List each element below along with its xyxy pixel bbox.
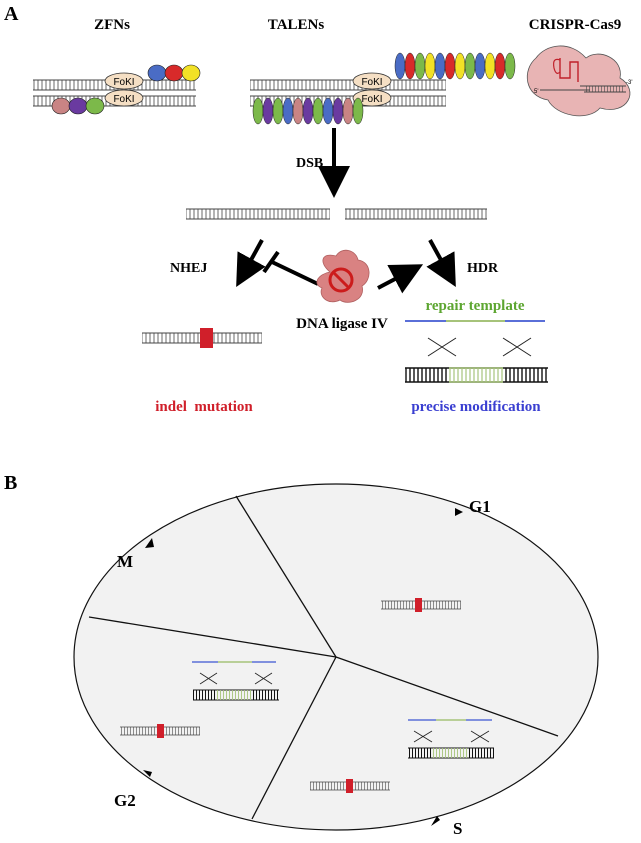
indel-label: indel mutation: [155, 399, 253, 415]
talen-fokl-bottom: FoKI: [361, 94, 382, 105]
ligase-label: DNA ligase IV: [296, 316, 388, 332]
precise-dna: [405, 367, 548, 383]
panel-a-label: A: [4, 3, 19, 25]
talen-repeats-bottom: [252, 97, 364, 125]
dsb-label: DSB: [296, 156, 323, 171]
crispr-title: CRISPR-Cas9: [529, 17, 622, 33]
talen-repeats-top: [394, 52, 516, 80]
phase-g1: G1: [469, 497, 491, 516]
indel-dna: [142, 328, 262, 348]
g2-indel-dna: [120, 724, 200, 738]
talen-title: TALENs: [268, 17, 325, 33]
precise-label: precise modification: [411, 399, 541, 415]
phase-s: S: [453, 819, 462, 838]
crispr-cas9-icon: 5' -3': [526, 45, 632, 117]
s-hdr-dna: [408, 719, 494, 759]
g2-hdr-dna: [192, 661, 279, 701]
zfn-diagram: FoKI FoKI: [33, 64, 201, 115]
crispr-5prime: 5': [534, 89, 538, 95]
ligase-icon: [316, 249, 370, 303]
zfn-fokl-top: FoKI: [113, 77, 134, 88]
phase-g2: G2: [114, 791, 136, 810]
g1-indel-dna: [381, 598, 461, 612]
talen-diagram: FoKI FoKI: [250, 52, 516, 125]
zfn-title: ZFNs: [94, 17, 130, 33]
s-indel-dna: [310, 779, 390, 793]
broken-dna: [186, 208, 487, 220]
zfn-fokl-bottom: FoKI: [113, 94, 134, 105]
talen-fokl-top: FoKI: [361, 77, 382, 88]
cell-cycle: [73, 483, 599, 831]
panel-b-label: B: [4, 472, 17, 494]
repair-template-label: repair template: [425, 298, 524, 314]
phase-m: M: [117, 552, 133, 571]
nhej-label: NHEJ: [170, 261, 207, 276]
crispr-3prime: -3': [626, 80, 632, 86]
hdr-label: HDR: [467, 261, 499, 276]
crossover-marks: [427, 337, 532, 357]
